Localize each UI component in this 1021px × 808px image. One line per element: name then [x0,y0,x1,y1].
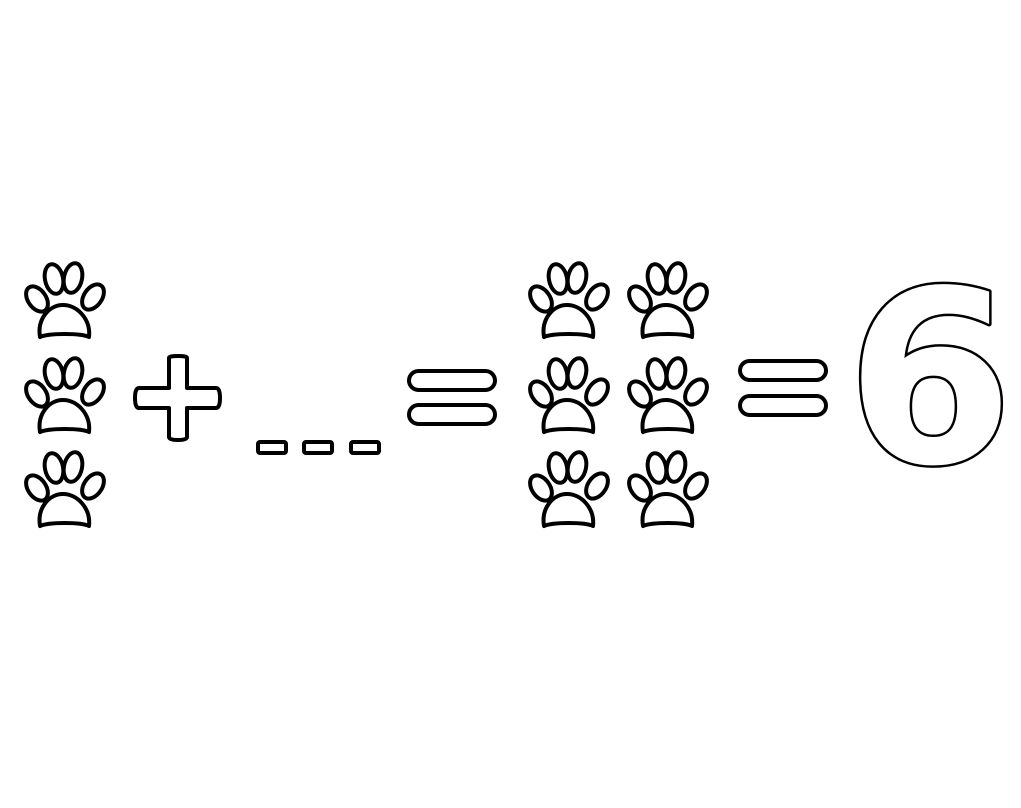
paw-print-icon [523,354,615,434]
left-paw-group [19,259,111,528]
blank-dash [302,440,334,455]
paw-print-icon [523,448,615,528]
equals-sign-icon [407,369,497,426]
paw-print-icon [622,448,714,528]
equals-sign-icon [738,359,828,417]
blank-dash [256,440,288,455]
total-paw-group [523,259,714,528]
paw-print-icon [19,354,111,434]
blank-dash [349,440,381,455]
paw-print-icon [622,259,714,339]
answer-blank-icon[interactable] [256,440,381,455]
paw-print-icon [19,448,111,528]
plus-sign-icon [133,354,222,442]
paw-print-icon [19,259,111,339]
paw-print-icon [622,354,714,434]
paw-print-icon [523,259,615,339]
answer-digit: 6 [847,239,1014,519]
